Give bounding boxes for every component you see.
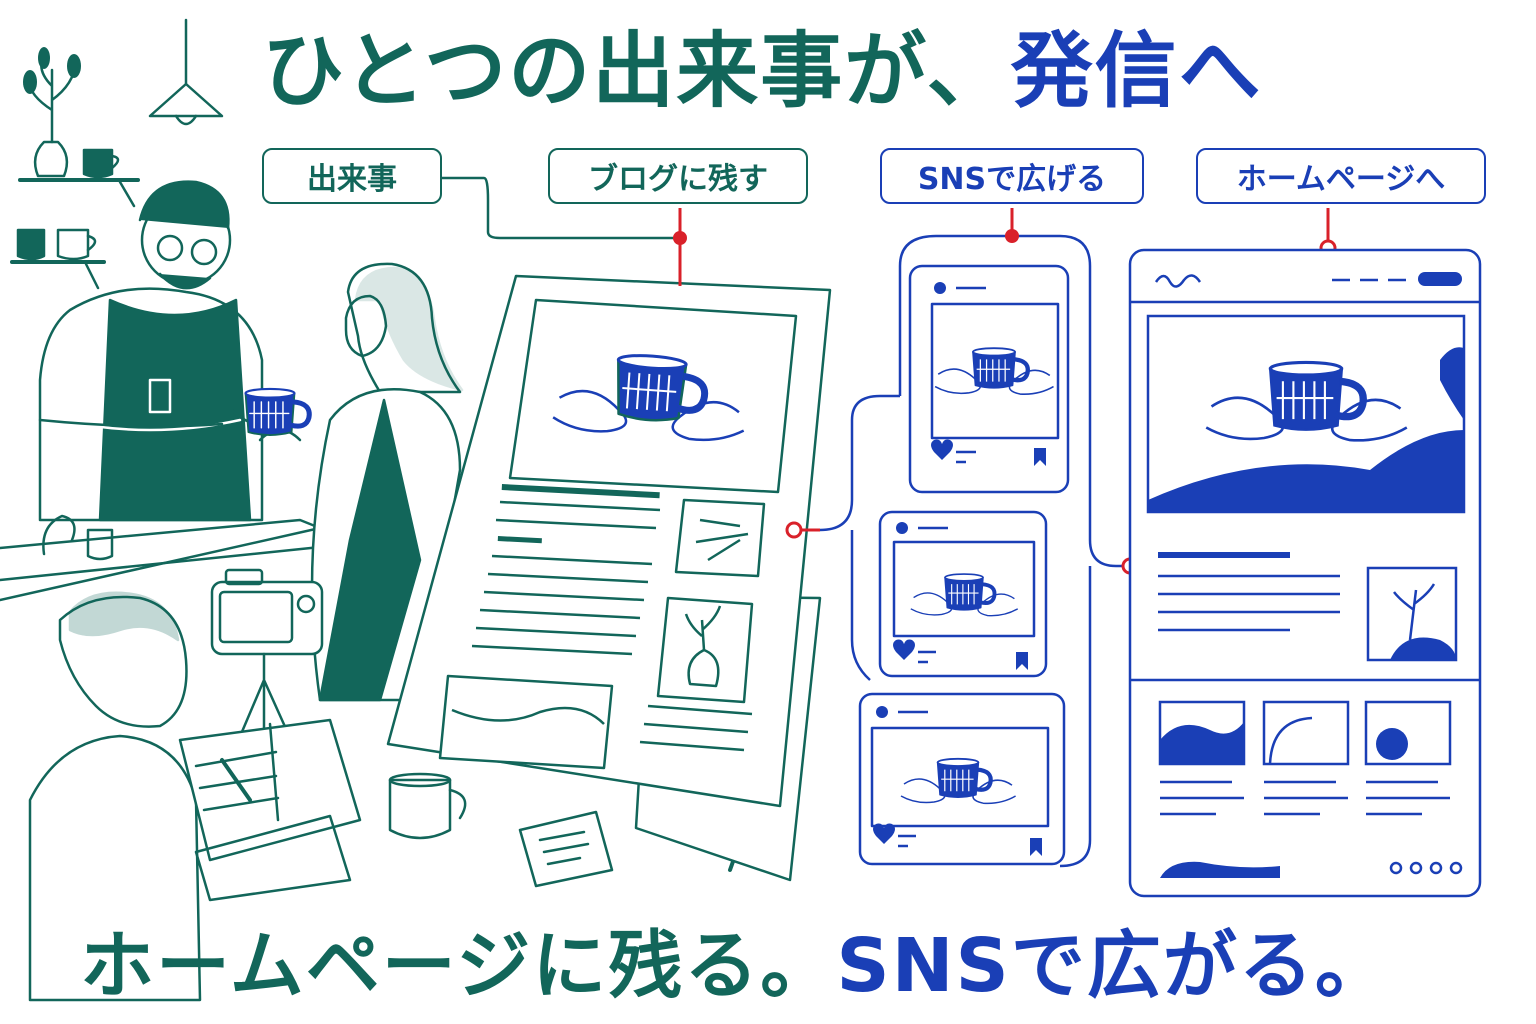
blog-page: [386, 274, 832, 882]
homepage-mockup: [1128, 248, 1482, 898]
headline-bottom: ホームページに残る。SNSで広がる。: [80, 918, 1391, 1014]
pendant-lamp-icon: [148, 18, 224, 126]
sns-posts: [858, 264, 1070, 866]
bookmark-icon: [1034, 448, 1046, 466]
headline-top: ひとつの出来事が、発信へ: [262, 22, 1263, 122]
sns-post-1: [908, 264, 1070, 494]
sns-post-2: [878, 510, 1048, 678]
headline-bottom-main: ホームページに残る。: [80, 923, 837, 1009]
barista: [38, 180, 292, 522]
heart-icon: [931, 439, 953, 460]
plant-icon: [23, 47, 81, 178]
label-homepage: ホームページへ: [1196, 148, 1486, 204]
label-event: 出来事: [262, 148, 442, 204]
label-blog: ブログに残す: [548, 148, 808, 204]
sns-post-3: [858, 692, 1066, 866]
headline-bottom-accent: SNSで広がる。: [836, 923, 1391, 1009]
camera-icon: [210, 568, 324, 772]
headline-top-main: ひとつの出来事が、: [262, 24, 1011, 119]
label-sns: SNSで広げる: [880, 148, 1144, 204]
headline-top-accent: 発信へ: [1010, 24, 1263, 119]
writer: [28, 591, 362, 1002]
